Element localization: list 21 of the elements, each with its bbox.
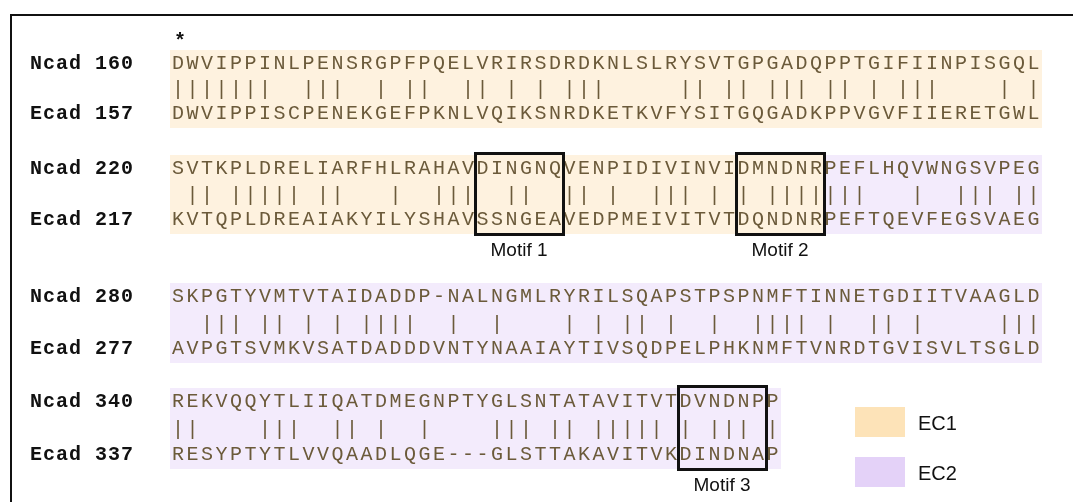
match-bars: ||| || | | |||| | | | | || | | |||| | || | |||: [172, 313, 1043, 337]
sequence-name: Ecad 157: [30, 102, 134, 126]
sequence-name: Ecad 277: [30, 337, 134, 361]
sequence-name: Ecad 337: [30, 443, 134, 467]
sequence-name: Ncad 280: [30, 285, 134, 309]
sequence-text: SKPGTYVMTVTAIDADDP-NALNGMLRYRILSQAPSTPSPNMFTINNETGDIITVAAGLD: [172, 285, 1043, 309]
sequence-name: Ncad 340: [30, 390, 134, 414]
sequence-name: Ncad 220: [30, 157, 134, 181]
sequence-text: DWVIPPISCPENEKGEFPKNLVQIKSNRDKETKVFYSITGQGADKPPVGVFIIERETGWL: [172, 102, 1043, 126]
asterisk-mark: *: [174, 30, 187, 54]
motif-label: Motif 1: [490, 239, 548, 261]
sequence-text: AVPGTSVMKVSATDADDDVNTYNAAIAYTIVSQDPELPHKNMFTVNRDTGVISVLTSGLD: [172, 337, 1043, 361]
legend-label: EC2: [918, 461, 957, 485]
motif-label: Motif 3: [693, 474, 751, 496]
match-bars: ||||||| ||| | || || | | ||| || || ||| || | ||| | |: [172, 78, 1043, 102]
motif-label: Motif 2: [751, 239, 809, 261]
sequence-text: DWVIPPINLPENSRGPFPQELVRIRSDRDKNLSLRYSVTGPGADQPPTGIFIINPISGQL: [172, 52, 1043, 76]
sequence-name: Ncad 160: [30, 52, 134, 76]
match-bars: || ||| || | | ||| || ||||| | ||| |: [172, 418, 782, 442]
legend-label: EC1: [918, 411, 957, 435]
sequence-name: Ecad 217: [30, 208, 134, 232]
